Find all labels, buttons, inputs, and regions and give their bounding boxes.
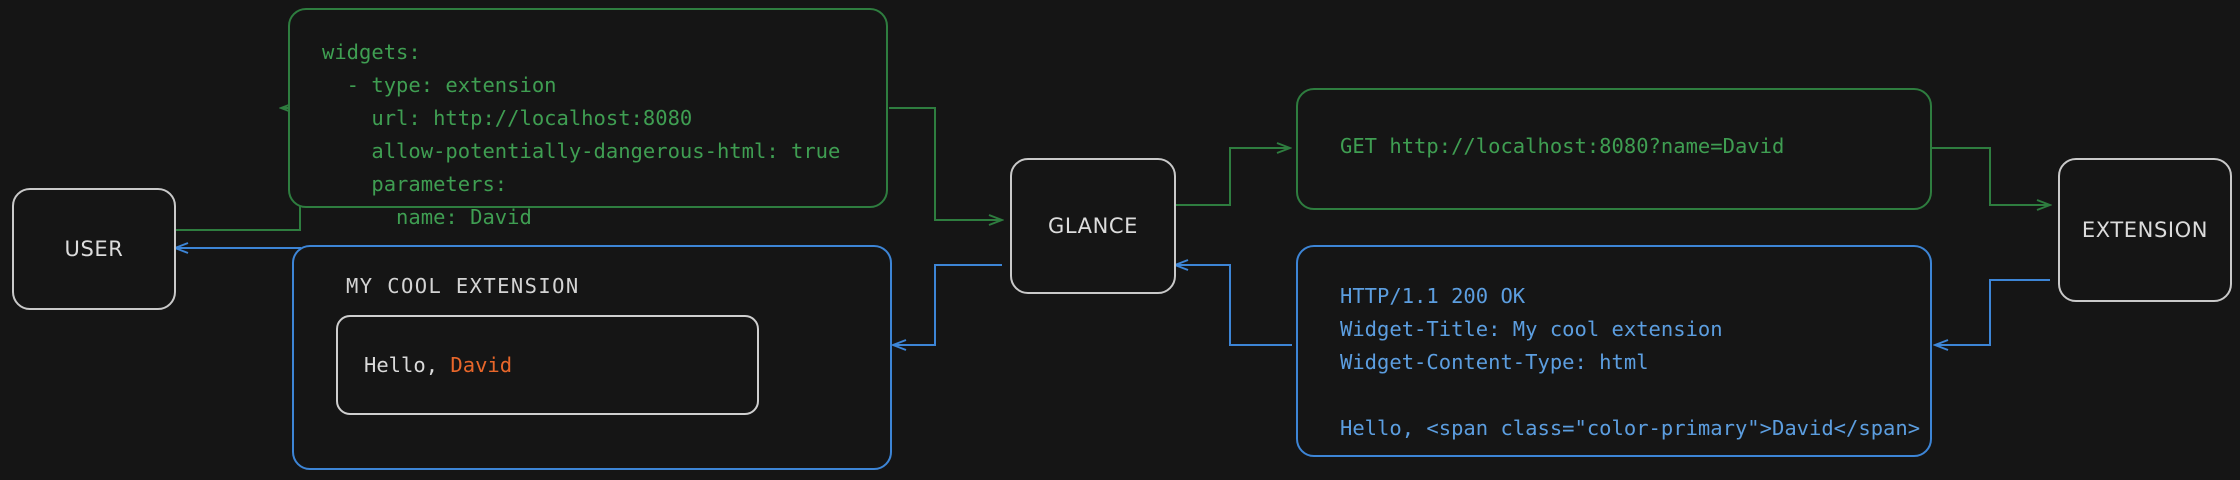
wire-request-to-extension: [1930, 147, 2050, 205]
wire-response-to-glance: [1175, 265, 1292, 346]
wire-config-to-glance: [889, 107, 1002, 220]
message-rendered-widget: MY COOL EXTENSION Hello, David: [292, 245, 892, 470]
message-config-yaml: widgets: - type: extension url: http://l…: [288, 8, 888, 229]
widget-content-card: Hello, David: [336, 315, 759, 415]
wire-widget-to-user: [175, 248, 301, 345]
node-glance-label: GLANCE: [1047, 214, 1139, 238]
wire-extension-to-response: [1935, 279, 2050, 345]
message-http-response: HTTP/1.1 200 OK Widget-Title: My cool ex…: [1296, 245, 1932, 457]
wire-glance-to-request: [1172, 148, 1290, 206]
wire-user-to-config: [172, 108, 301, 231]
widget-greeting: Hello, David: [338, 353, 512, 377]
widget-title: MY COOL EXTENSION: [346, 274, 580, 298]
message-http-request: GET http://localhost:8080?name=David: [1296, 88, 1932, 210]
http-response-text: HTTP/1.1 200 OK Widget-Title: My cool ex…: [1340, 284, 1921, 440]
node-user[interactable]: USER: [12, 188, 176, 310]
config-yaml-text: widgets: - type: extension url: http://l…: [322, 40, 841, 229]
wire-glance-to-widget: [893, 264, 1002, 345]
node-glance[interactable]: GLANCE: [1010, 158, 1176, 294]
http-request-text: GET http://localhost:8080?name=David: [1340, 134, 1785, 158]
node-extension-label: EXTENSION: [2081, 218, 2209, 242]
node-user-label: USER: [64, 237, 124, 261]
widget-greeting-prefix: Hello,: [364, 353, 451, 377]
widget-greeting-accent: David: [450, 353, 513, 377]
node-extension[interactable]: EXTENSION: [2058, 158, 2232, 302]
